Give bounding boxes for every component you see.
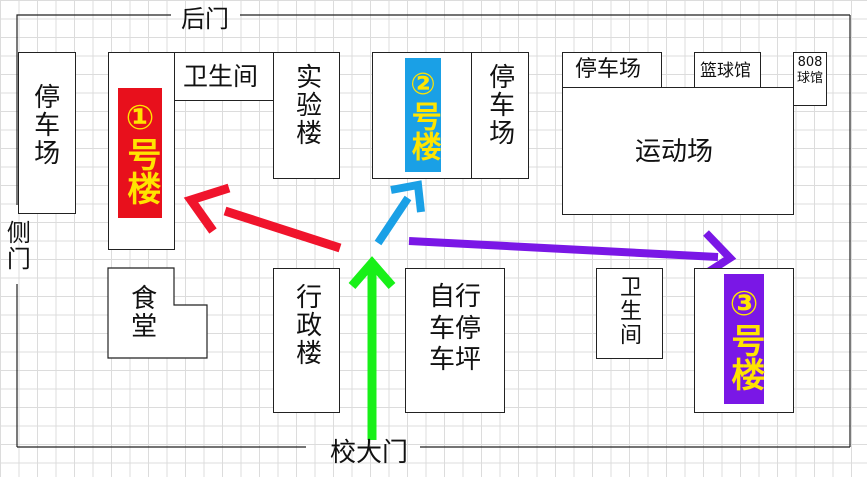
sports-field-label: 运动场: [635, 137, 714, 167]
ball-hall-808: 808球馆: [793, 52, 827, 106]
parking-lot-top-right-label: 停车场: [575, 57, 642, 82]
parking-lot-top-right: 停车场: [562, 52, 662, 88]
admin-building: 行政楼: [273, 268, 340, 413]
building-2-text: 号楼: [405, 100, 441, 161]
sports-field: 运动场: [562, 87, 794, 215]
building-1-number: ①: [125, 98, 155, 139]
building-1-text: 号楼: [120, 136, 161, 205]
restroom-right: 卫生间: [596, 268, 663, 359]
bike-parking-label: 自行车停车坪: [428, 282, 481, 376]
admin-building-label: 行政楼: [291, 283, 322, 367]
canteen: [107, 267, 208, 359]
restroom-right-label: 卫生间: [615, 275, 641, 347]
restroom-top: 卫生间: [174, 52, 274, 101]
campus-wall: [16, 14, 851, 448]
lab-building: 实验楼: [273, 52, 340, 179]
back-gate-label: 后门: [181, 5, 229, 33]
side-gate-label: 侧门: [2, 220, 31, 272]
building-1-label: ① 号楼: [118, 88, 162, 218]
main-gate-label: 校大门: [330, 438, 409, 468]
building-2-number: ②: [410, 67, 436, 103]
lab-building-label: 实验楼: [291, 63, 322, 147]
arrow-from-main-gate: [348, 256, 396, 440]
ball-hall-808-label: 808球馆: [796, 55, 823, 87]
building-3-number: ③: [729, 284, 759, 325]
restroom-top-label: 卫生间: [183, 62, 259, 91]
wall-top-left: [16, 14, 171, 205]
arrow-to-building1: [183, 183, 342, 253]
parking-lot-middle-label: 停车场: [484, 63, 515, 147]
building-3-label: ③ 号楼: [724, 274, 765, 404]
basketball-hall-label: 篮球馆: [700, 61, 751, 81]
basketball-hall: 篮球馆: [694, 52, 761, 88]
parking-lot-middle: 停车场: [471, 52, 529, 179]
parking-lot-left-label: 停车场: [29, 83, 60, 167]
canteen-label: 食堂: [126, 284, 157, 340]
building-2-label: ② 号楼: [405, 58, 441, 172]
parking-lot-left: 停车场: [18, 52, 76, 214]
arrow-to-building2: [374, 180, 425, 246]
bike-parking: 自行车停车坪: [405, 268, 505, 413]
building-3-text: 号楼: [724, 322, 765, 391]
